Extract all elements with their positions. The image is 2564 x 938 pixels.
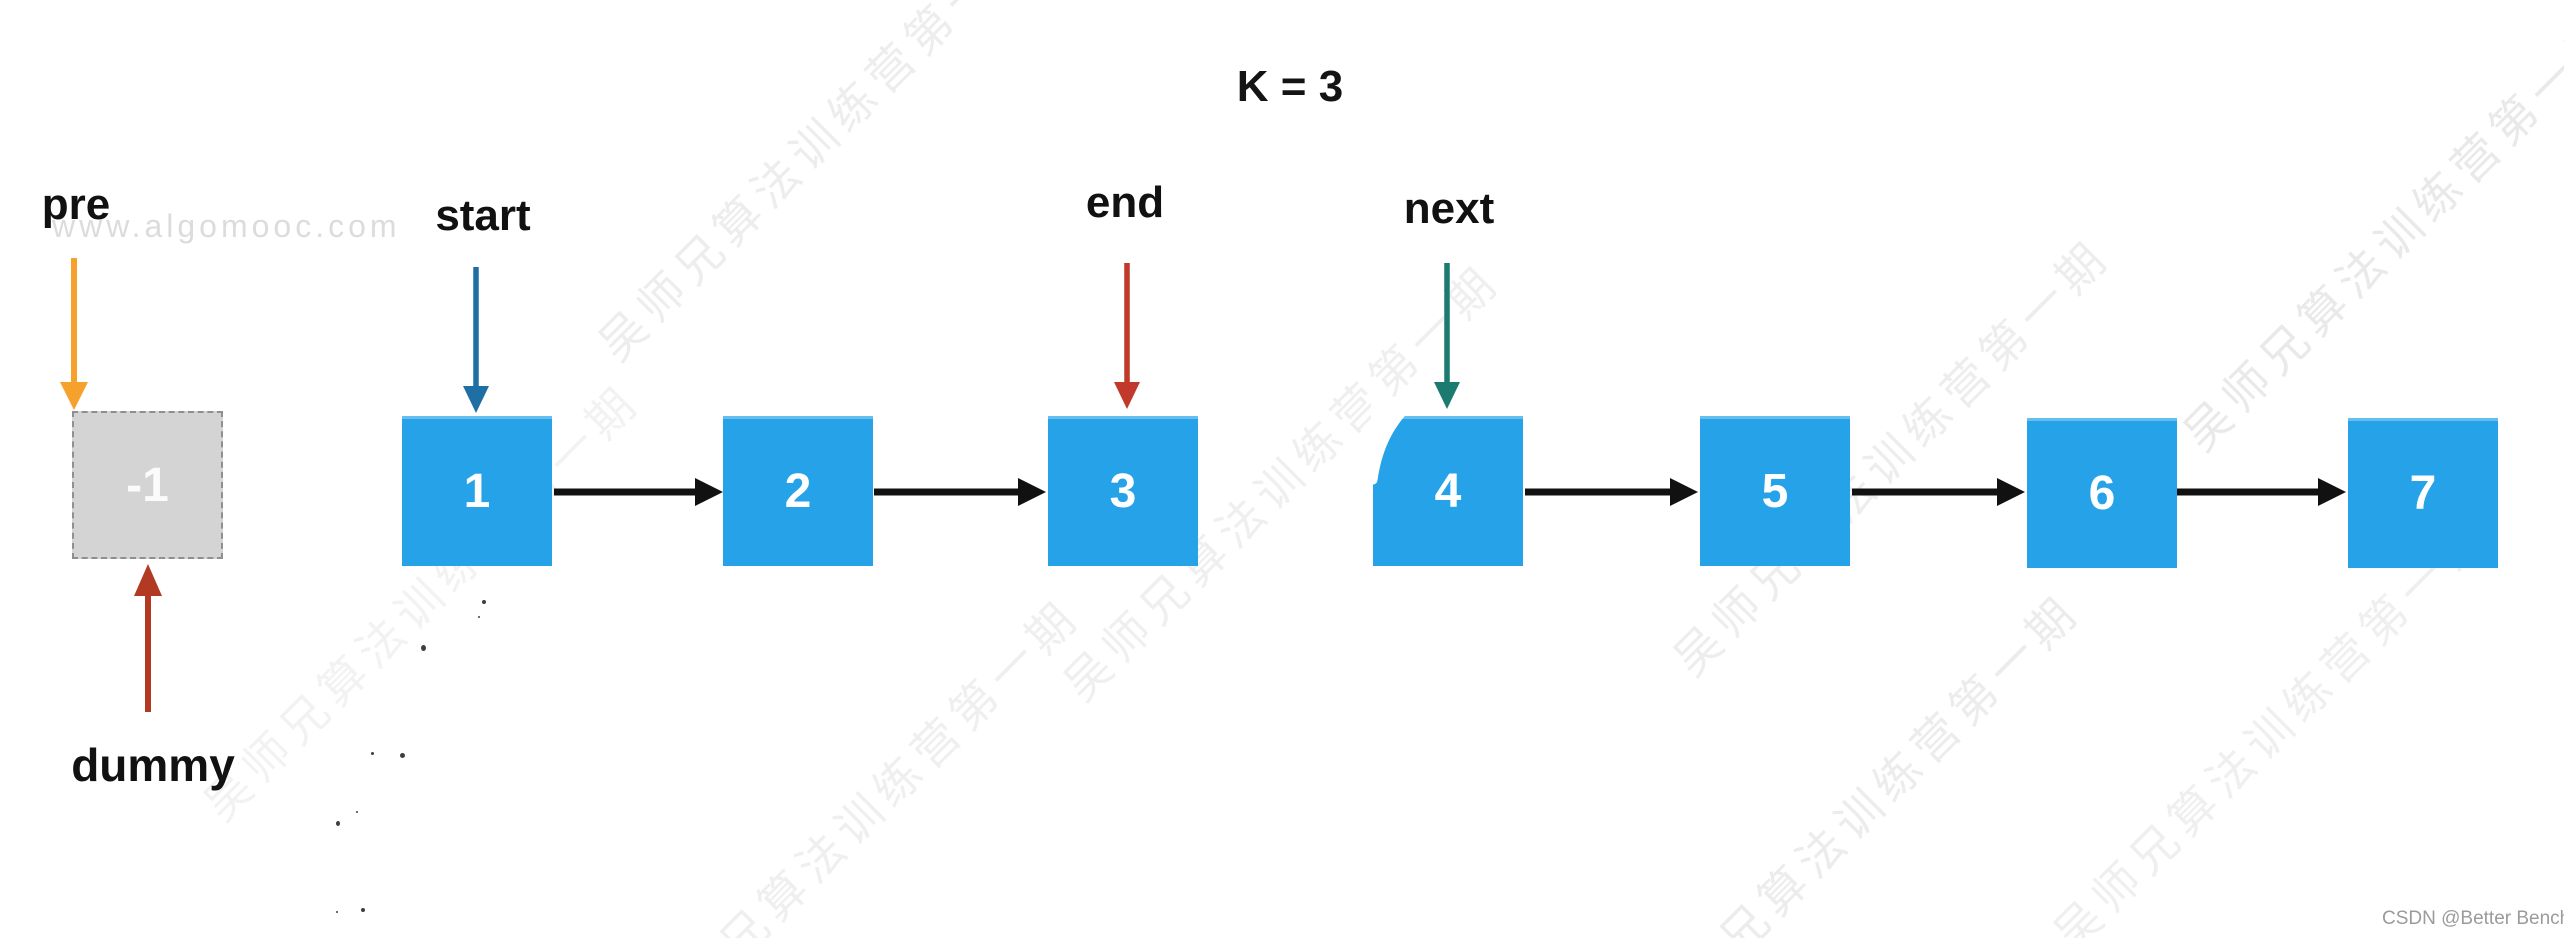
node-1: 1 xyxy=(402,416,552,566)
end-arrow xyxy=(1114,263,1140,409)
node-2: 2 xyxy=(723,416,873,566)
node-5: 5 xyxy=(1700,416,1850,566)
ink-speck xyxy=(356,811,358,813)
dummy-arrow xyxy=(134,564,162,712)
ink-speck xyxy=(336,911,338,913)
node-7: 7 xyxy=(2348,418,2498,568)
pre-label: pre xyxy=(41,180,111,229)
node-value: -1 xyxy=(126,458,169,512)
start-label: start xyxy=(435,191,531,240)
diagonal-watermark: 吴师兄算法训练营第一期 xyxy=(2173,3,2564,461)
start-arrow xyxy=(463,267,489,413)
ink-speck xyxy=(371,752,374,755)
credit-watermark: CSDN @Better Bench xyxy=(2382,908,2564,929)
node-value: 3 xyxy=(1109,464,1137,518)
site-watermark: www.algomooc.com xyxy=(52,208,401,244)
link-arrow-2-3 xyxy=(874,478,1046,506)
node-value: 4 xyxy=(1434,464,1462,518)
page-title: K = 3 xyxy=(1236,62,1344,111)
node-dummy: -1 xyxy=(72,411,223,559)
end-label: end xyxy=(1085,178,1165,227)
node-value: 5 xyxy=(1761,464,1789,518)
pre-arrow xyxy=(60,258,88,410)
node-6: 6 xyxy=(2027,418,2177,568)
diagonal-watermark: 吴师兄算法训练营第一期 xyxy=(588,0,1046,371)
node-value: 6 xyxy=(2088,466,2116,520)
next-arrow xyxy=(1434,263,1460,409)
node-value: 2 xyxy=(784,464,812,518)
ink-speck xyxy=(336,821,340,826)
diagonal-watermark: 吴师兄算法训练营第一期 xyxy=(633,588,1091,938)
link-arrow-5-6 xyxy=(1852,478,2025,506)
link-arrow-6-7 xyxy=(2177,478,2346,506)
next-label: next xyxy=(1403,184,1495,233)
node-value: 7 xyxy=(2409,466,2437,520)
node-4: 4 xyxy=(1373,416,1523,566)
diagonal-watermark: 吴师兄算法训练营第一期 xyxy=(1633,583,2091,938)
ink-speck xyxy=(478,616,480,618)
ink-speck xyxy=(400,753,405,758)
link-arrow-1-2 xyxy=(554,478,723,506)
link-arrow-4-5 xyxy=(1525,478,1698,506)
ink-speck xyxy=(361,908,365,912)
ink-speck xyxy=(421,645,426,651)
node-value: 1 xyxy=(463,464,491,518)
ink-speck xyxy=(482,600,486,604)
dummy-label: dummy xyxy=(71,739,235,791)
node-3: 3 xyxy=(1048,416,1198,566)
